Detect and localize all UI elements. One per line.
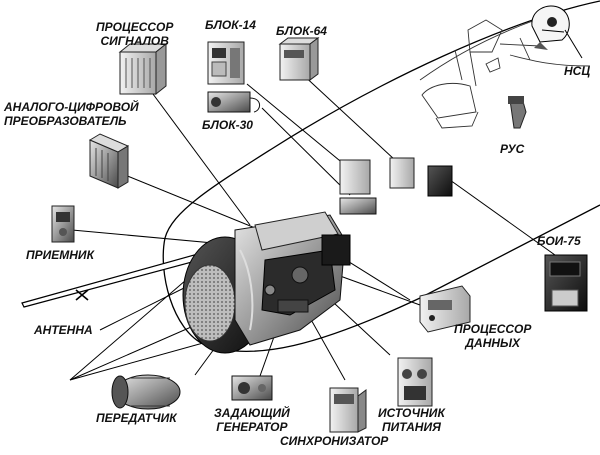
receiver-unit [51,205,75,243]
synchronizer-unit [329,387,367,433]
block-64-unit [278,37,320,81]
label-nsc: НСЦ [564,64,591,78]
label-transmitter: ПЕРЕДАТЧИК [96,411,177,425]
block-14-unit [207,41,245,85]
label-receiver: ПРИЕМНИК [26,248,94,262]
master-oscillator-unit [231,375,273,401]
label-master-oscillator-line1: ЗАДАЮЩИЙ [214,406,290,420]
label-boi-75: БОИ-75 [537,234,581,248]
helmet-sight-icon [531,5,570,50]
aircraft-nose-outline [162,0,600,353]
label-adc-line1: АНАЛОГО-ЦИФРОВОЙ [4,100,139,114]
label-data-processor: ПРОЦЕССОР ДАННЫХ [454,322,531,350]
label-master-oscillator-line2: ГЕНЕРАТОР [216,420,288,434]
label-power-supply: ИСТОЧНИК ПИТАНИЯ [378,406,445,434]
adc-unit [88,133,130,189]
label-rus: РУС [500,142,525,156]
label-adc-line2: ПРЕОБРАЗОВАТЕЛЬ [4,114,127,128]
block-30-unit [207,91,260,113]
radar-assembly [182,211,351,354]
data-processor-unit [419,285,471,333]
installed-units [339,157,453,215]
label-adc: АНАЛОГО-ЦИФРОВОЙ ПРЕОБРАЗОВАТЕЛЬ [4,100,139,128]
power-supply-unit [397,357,433,407]
label-synchronizer: СИНХРОНИЗАТОР [280,434,389,448]
label-signal-processor: ПРОЦЕССОР СИГНАЛОВ [96,20,173,48]
label-power-supply-line1: ИСТОЧНИК [378,406,445,420]
leader-line [564,29,583,59]
boi-75-unit [544,254,588,312]
control-stick-icon [508,96,527,129]
label-signal-processor-line2: СИГНАЛОВ [100,34,169,48]
label-block-14: БЛОК-14 [205,18,256,32]
label-data-processor-line2: ДАННЫХ [465,336,521,350]
label-power-supply-line2: ПИТАНИЯ [381,420,441,434]
label-antenna: АНТЕННА [34,323,93,337]
label-block-30: БЛОК-30 [202,118,253,132]
signal-processor-unit [118,42,168,96]
label-data-processor-line1: ПРОЦЕССОР [454,322,532,336]
label-master-oscillator: ЗАДАЮЩИЙ ГЕНЕРАТОР [214,406,290,434]
label-block-64: БЛОК-64 [276,24,327,38]
transmitter-unit [111,374,181,410]
label-signal-processor-line1: ПРОЦЕССОР [96,20,174,34]
